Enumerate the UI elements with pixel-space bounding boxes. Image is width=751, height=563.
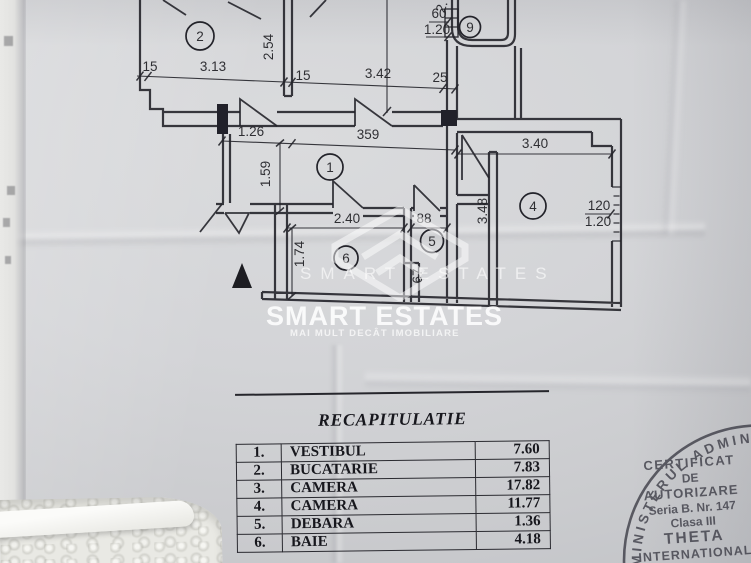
table-title: RECAPITULATIE [317, 408, 467, 430]
dimension-label: 1.74 [292, 240, 307, 267]
room-number: 4 [529, 199, 537, 214]
photo-shading [631, 0, 751, 563]
dimension-label: 1.59 [258, 161, 273, 187]
print-fragment [5, 256, 11, 264]
room-area: 4.18 [475, 530, 551, 550]
dimension-label: 60 [431, 6, 446, 21]
balcony-window [444, 8, 459, 38]
dimension-label: 120 [588, 198, 611, 213]
row-number: 2. [236, 461, 282, 481]
recap-table: RECAPITULATIE 1. VESTIBUL 7.60 2. BUCATA… [235, 390, 551, 553]
stamp-line: Seria B. Nr. 147 [648, 498, 736, 518]
table-row: 6. BAIE 4.18 [237, 530, 551, 553]
row-number: 4. [236, 497, 283, 517]
room-number: 5 [428, 234, 436, 249]
dimension-label: 2.40 [334, 211, 360, 226]
north-arrow-icon [232, 263, 252, 288]
dimension-label: 15 [142, 59, 157, 74]
dimension-label: 1.20 [424, 22, 450, 37]
print-fragment [7, 186, 15, 195]
floor-plan: 15 3.13 15 3.42 25 2.54 2. 60 1.20 1.26 … [135, 0, 623, 312]
dimension-label: 25 [432, 70, 447, 85]
underlying-page-edge [0, 0, 26, 563]
room-area: 11.77 [475, 494, 551, 514]
room-name: BUCATARIE [281, 459, 476, 480]
room-circle [458, 15, 482, 39]
dimension-label: 15 [295, 68, 310, 83]
certification-stamp: MINISTERUL ADMINISTRAT CERTIFICAT DE AUT… [620, 424, 751, 563]
wall-pier [217, 104, 228, 134]
dimension-ticks [135, 17, 617, 301]
room-circle [316, 153, 344, 181]
room-area: 7.83 [475, 458, 550, 478]
stamp-line: Clasa III [670, 513, 716, 530]
dimension-label: 1.20 [585, 214, 611, 229]
room-number: 9 [466, 20, 474, 35]
stamp-line: INTERNATIONAL [638, 543, 751, 563]
dimension-label: 359 [357, 127, 380, 142]
room-number: 6 [342, 251, 350, 266]
dimension-label: 1.26 [238, 124, 264, 139]
wall-lines [138, 0, 623, 312]
stamp-line: DE [681, 471, 699, 486]
dimension-label: 3.40 [522, 136, 548, 151]
room-area: 7.60 [474, 440, 550, 460]
print-fragment [4, 36, 13, 46]
row-number: 5. [237, 515, 283, 535]
stamp-line: CERTIFICAT [643, 452, 735, 473]
door-swings [162, 0, 490, 235]
dimension-label: 2.54 [261, 33, 276, 60]
wall-pier [441, 110, 457, 126]
room-number: 1 [326, 160, 334, 175]
row-number: 3. [236, 479, 282, 499]
room-name: DEBARA [282, 513, 476, 534]
stamp-ring [622, 424, 751, 563]
room-area: 17.82 [475, 476, 550, 496]
dimension-label: 3.13 [200, 59, 226, 74]
room-name: VESTIBUL [281, 441, 476, 462]
room-circle [519, 192, 547, 220]
dimension-label: 3.42 [365, 66, 391, 81]
room-name: CAMERA [281, 495, 476, 516]
row-number: 1. [236, 443, 282, 463]
room-number: 2 [196, 29, 204, 44]
stamp-line: THETA [663, 527, 725, 548]
dimension-label: 3.48 [475, 198, 490, 224]
smart-estates-logo-icon [331, 206, 469, 301]
row-number: 6. [237, 533, 283, 553]
room-circle [185, 21, 215, 51]
stamp-line: AUTORIZARE [643, 482, 739, 504]
dimension-lines [136, 0, 612, 296]
dimension-label: 2. [433, 0, 451, 14]
photo-shading [0, 0, 751, 46]
room-area: 1.36 [475, 512, 551, 532]
room-name: BAIE [282, 531, 477, 552]
room-name: CAMERA [281, 477, 476, 498]
print-fragment [3, 218, 10, 227]
